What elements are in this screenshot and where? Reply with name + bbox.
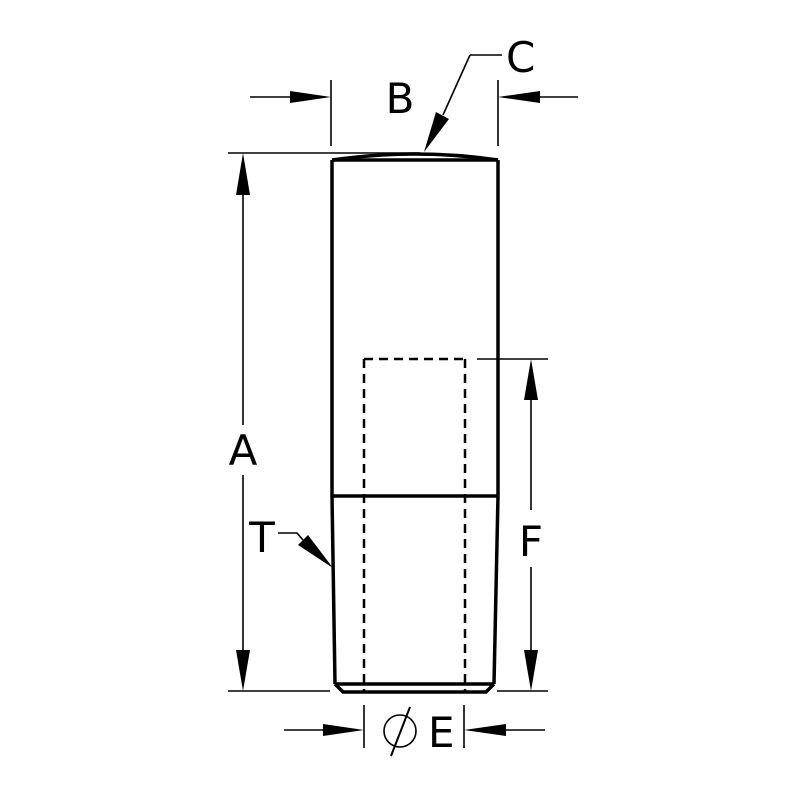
dimension-e: E — [284, 705, 545, 757]
e-arrow-right-icon — [323, 724, 364, 736]
c-leader-diagonal — [442, 54, 471, 116]
bottom-chamfer — [333, 682, 496, 694]
crowned-top — [331, 152, 499, 162]
a-arrow-down-icon — [236, 650, 250, 691]
f-arrow-down-icon — [524, 650, 538, 691]
b-arrow-left-icon — [498, 91, 540, 103]
callout-c: C — [424, 33, 535, 152]
diameter-symbol-icon — [383, 706, 417, 757]
part-body — [330, 152, 500, 694]
t-arrow-icon — [298, 535, 333, 568]
dimension-a: A — [228, 152, 420, 692]
b-arrow-right-icon — [290, 91, 331, 103]
c-arrow-icon — [424, 112, 449, 152]
hidden-bore — [362, 357, 467, 692]
t-leader — [278, 532, 304, 541]
left-wall-taper — [330, 495, 337, 685]
label-e: E — [428, 708, 455, 757]
right-wall-taper — [492, 495, 500, 685]
callout-t: T — [248, 513, 333, 568]
dimension-b: B — [250, 74, 578, 146]
label-f: F — [519, 517, 543, 566]
a-arrow-up-icon — [236, 153, 250, 195]
dimension-f: F — [477, 358, 548, 692]
label-a: A — [229, 426, 258, 475]
e-arrow-left-icon — [464, 724, 506, 736]
label-b: B — [386, 74, 415, 123]
label-c: C — [506, 33, 535, 82]
label-t: T — [248, 513, 275, 562]
f-arrow-up-icon — [524, 359, 538, 400]
